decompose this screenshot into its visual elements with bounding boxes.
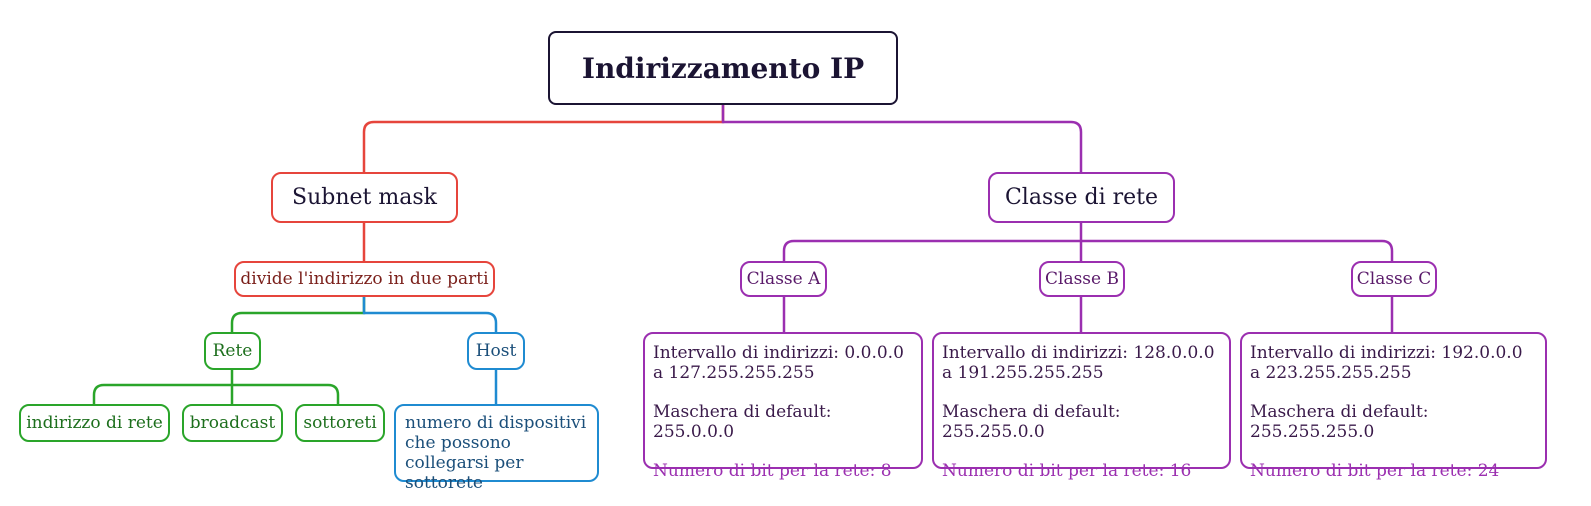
rete-label: Rete — [212, 341, 253, 361]
root-node[interactable]: Indirizzamento IP — [548, 31, 898, 105]
sottoreti-node[interactable]: sottoreti — [295, 404, 385, 442]
subnet-mask-node[interactable]: Subnet mask — [271, 172, 458, 223]
classe-c-node[interactable]: Classe C — [1351, 261, 1437, 297]
sottoreti-label: sottoreti — [303, 413, 377, 433]
classe-b-mask: Maschera di default: 255.255.0.0 — [942, 402, 1121, 442]
link-divide-host — [362, 296, 498, 332]
host-label: Host — [475, 341, 517, 361]
host-node[interactable]: Host — [467, 332, 525, 370]
indirizzo-di-rete-label: indirizzo di rete — [26, 413, 163, 433]
divide-node[interactable]: divide l'indirizzo in due parti — [234, 261, 495, 297]
classe-b-interval: Intervallo di indirizzi: 128.0.0.0 a 191… — [942, 343, 1215, 383]
link-classe-classes — [782, 222, 1394, 261]
classe-a-label: Classe A — [746, 269, 821, 289]
classe-a-mask: Maschera di default: 255.0.0.0 — [653, 402, 832, 442]
classe-c-label: Classe C — [1356, 269, 1432, 289]
classe-b-bits: Numero di bit per la rete: 16 — [942, 461, 1192, 481]
host-description-text: numero di dispositivi che possono colleg… — [405, 413, 587, 493]
indirizzo-di-rete-node[interactable]: indirizzo di rete — [19, 404, 170, 442]
classe-c-bits: Numero di bit per la rete: 24 — [1250, 461, 1500, 481]
classe-c-mask: Maschera di default: 255.255.255.0 — [1250, 402, 1429, 442]
host-description-node[interactable]: numero di dispositivi che possono colleg… — [394, 404, 599, 493]
broadcast-node[interactable]: broadcast — [182, 404, 283, 442]
root-title: Indirizzamento IP — [581, 51, 865, 85]
link-root-classe — [721, 104, 1083, 172]
classe-di-rete-node[interactable]: Classe di rete — [988, 172, 1175, 223]
classe-a-node[interactable]: Classe A — [740, 261, 827, 297]
classe-b-info[interactable]: Intervallo di indirizzi: 128.0.0.0 a 191… — [932, 332, 1231, 481]
link-rete-children — [92, 369, 340, 404]
classe-di-rete-label: Classe di rete — [1004, 185, 1159, 210]
link-root-subnet — [362, 104, 725, 172]
classe-c-interval: Intervallo di indirizzi: 192.0.0.0 a 223… — [1250, 343, 1523, 383]
classe-c-info[interactable]: Intervallo di indirizzi: 192.0.0.0 a 223… — [1240, 332, 1547, 481]
subnet-mask-label: Subnet mask — [292, 185, 437, 210]
divide-label: divide l'indirizzo in due parti — [240, 269, 489, 289]
classe-a-interval: Intervallo di indirizzi: 0.0.0.0 a 127.2… — [653, 343, 904, 383]
broadcast-label: broadcast — [189, 413, 276, 433]
classe-b-node[interactable]: Classe B — [1039, 261, 1125, 297]
link-divide-rete — [230, 296, 366, 332]
rete-node[interactable]: Rete — [204, 332, 261, 370]
classe-b-label: Classe B — [1045, 269, 1119, 289]
classe-a-bits: Numero di bit per la rete: 8 — [653, 461, 892, 481]
classe-a-info[interactable]: Intervallo di indirizzi: 0.0.0.0 a 127.2… — [643, 332, 923, 481]
